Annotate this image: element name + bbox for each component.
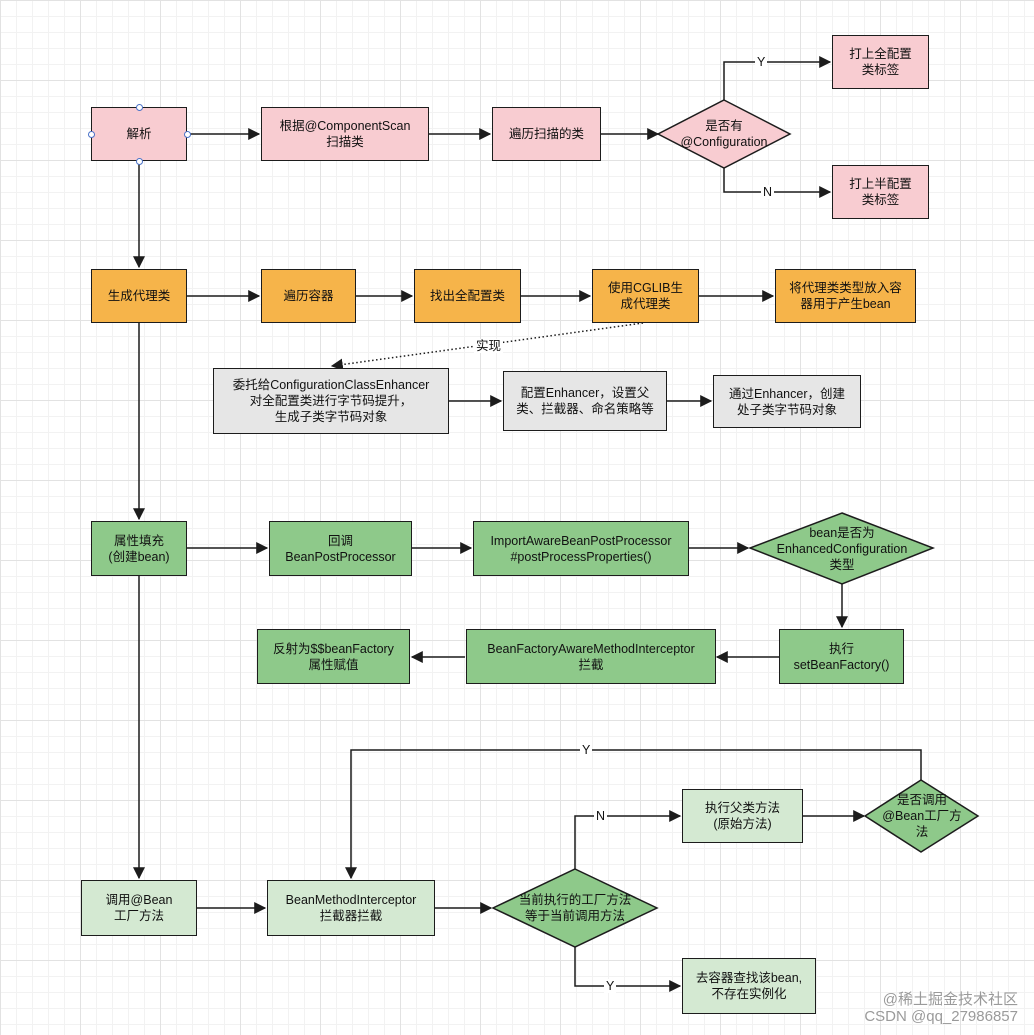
node-put-proxy[interactable]: 将代理类类型放入容 器用于产生bean bbox=[775, 269, 916, 323]
edge-label-n: N bbox=[761, 185, 775, 199]
diamond-has-configuration bbox=[656, 99, 792, 169]
node-scan[interactable]: 根据@ComponentScan 扫描类 bbox=[261, 107, 429, 161]
diamond-is-bean-call bbox=[863, 779, 980, 853]
label-is-current: 当前执行的工厂方法 等于当前调用方法 bbox=[518, 893, 632, 923]
selection-handle[interactable] bbox=[87, 130, 95, 138]
edge-label-y: Y bbox=[580, 743, 593, 757]
node-callback[interactable]: 回调 BeanPostProcessor bbox=[269, 521, 412, 576]
edge-beancall-loop bbox=[345, 749, 922, 880]
label-is-enhanced: bean是否为 EnhancedConfiguration 类型 bbox=[776, 526, 908, 572]
node-find-full[interactable]: 找出全配置类 bbox=[414, 269, 521, 323]
node-invoke-bean[interactable]: 调用@Bean 工厂方法 bbox=[81, 880, 197, 936]
node-gen-proxy[interactable]: 生成代理类 bbox=[91, 269, 187, 323]
node-full-config[interactable]: 打上全配置 类标签 bbox=[832, 35, 929, 89]
edge-decision-find bbox=[574, 947, 682, 992]
node-cglib[interactable]: 使用CGLIB生 成代理类 bbox=[592, 269, 699, 323]
edge-label-y: Y bbox=[604, 979, 617, 993]
node-find-bean[interactable]: 去容器查找该bean, 不存在实例化 bbox=[682, 958, 816, 1014]
node-traverse-classes[interactable]: 遍历扫描的类 bbox=[492, 107, 601, 161]
label-is-bean-call: 是否调用 @Bean工厂方 法 bbox=[882, 793, 962, 839]
node-traverse-container[interactable]: 遍历容器 bbox=[261, 269, 356, 323]
node-create-subclass[interactable]: 通过Enhancer，创建 处子类字节码对象 bbox=[713, 375, 861, 428]
node-set-bean-factory[interactable]: 执行 setBeanFactory() bbox=[779, 629, 904, 684]
selection-handle[interactable] bbox=[135, 103, 143, 111]
edge-label-y: Y bbox=[755, 55, 768, 69]
diamond-is-enhanced bbox=[747, 512, 936, 585]
edge-label-impl: 实现 bbox=[474, 339, 504, 353]
node-populate[interactable]: 属性填充 (创建bean) bbox=[91, 521, 187, 576]
node-reflect[interactable]: 反射为$$beanFactory 属性赋值 bbox=[257, 629, 410, 684]
diamond-is-current bbox=[491, 868, 659, 948]
selection-handle[interactable] bbox=[183, 130, 191, 138]
node-delegate[interactable]: 委托给ConfigurationClassEnhancer 对全配置类进行字节码… bbox=[213, 368, 449, 434]
node-call-parent[interactable]: 执行父类方法 (原始方法) bbox=[682, 789, 803, 843]
node-import-aware[interactable]: ImportAwareBeanPostProcessor #postProces… bbox=[473, 521, 689, 576]
node-half-config[interactable]: 打上半配置 类标签 bbox=[832, 165, 929, 219]
edge-decision-parent bbox=[574, 810, 682, 869]
edge-label-n: N bbox=[594, 809, 608, 823]
watermark-csdn: CSDN @qq_27986857 bbox=[864, 1008, 1018, 1025]
node-parse[interactable]: 解析 bbox=[91, 107, 187, 161]
node-bm-interceptor[interactable]: BeanMethodInterceptor 拦截器拦截 bbox=[267, 880, 435, 936]
watermark-juejin: @稀土掘金技术社区 bbox=[882, 991, 1018, 1008]
selection-handle[interactable] bbox=[135, 157, 143, 165]
label-has-configuration: 是否有 @Configuration bbox=[680, 119, 768, 149]
edge-decision-half bbox=[723, 168, 832, 198]
edge-decision-full bbox=[723, 56, 832, 100]
node-config-enhancer[interactable]: 配置Enhancer，设置父 类、拦截器、命名策略等 bbox=[503, 371, 667, 431]
node-bf-interceptor[interactable]: BeanFactoryAwareMethodInterceptor 拦截 bbox=[466, 629, 716, 684]
